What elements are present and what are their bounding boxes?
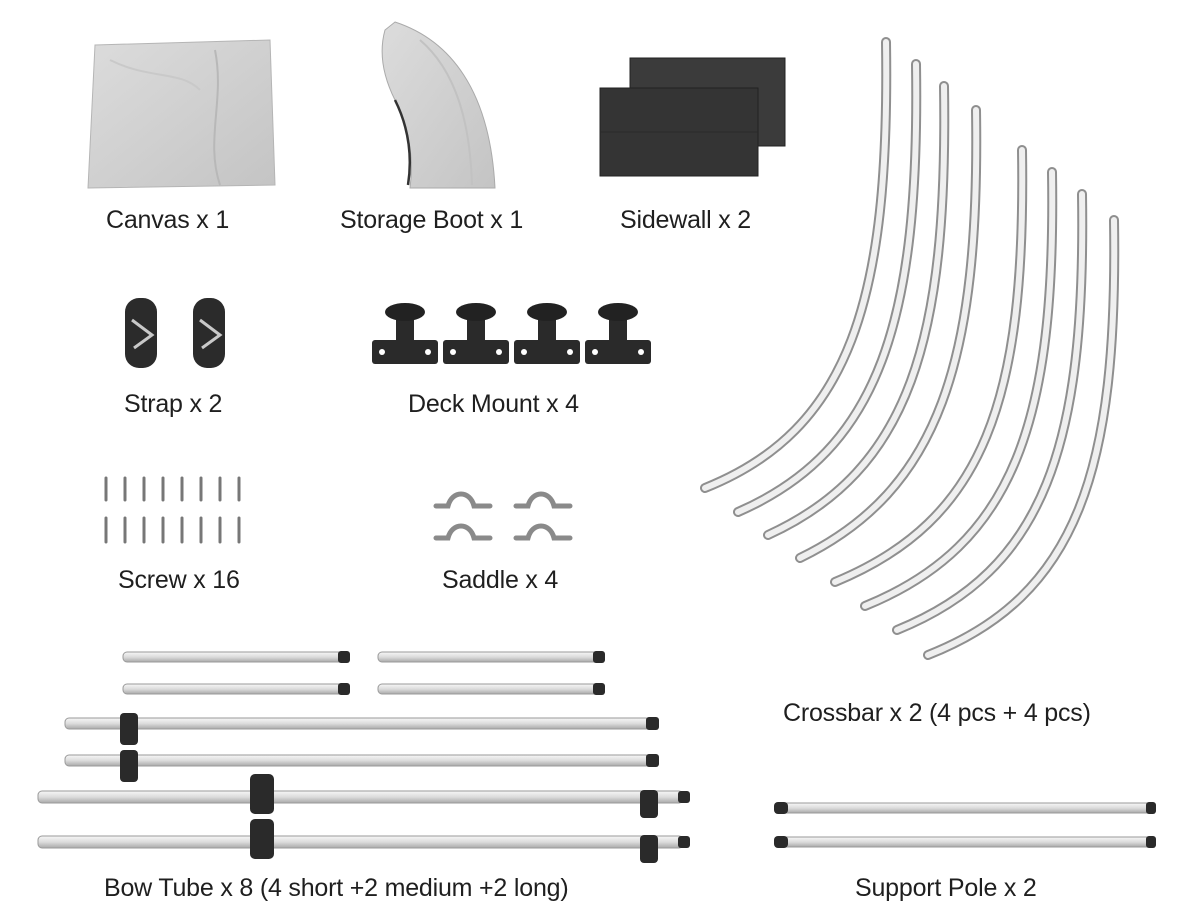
bow-tube-label: Bow Tube x 8 (4 short +2 medium +2 long) (104, 874, 569, 902)
sidewall-label: Sidewall x 2 (620, 206, 751, 234)
strap-image (125, 298, 225, 368)
storage-boot-image (381, 21, 496, 189)
support-pole-label: Support Pole x 2 (855, 874, 1037, 902)
strap-label: Strap x 2 (124, 390, 223, 418)
deck-mount-image (372, 303, 651, 364)
screw-label: Screw x 16 (118, 566, 240, 594)
crossbar-image (700, 37, 1120, 660)
saddle-image (433, 491, 573, 541)
support-pole-image (774, 802, 1156, 848)
crossbar-label: Crossbar x 2 (4 pcs + 4 pcs) (783, 699, 1091, 727)
canvas-image (87, 39, 276, 189)
deck-mount-label: Deck Mount x 4 (408, 390, 579, 418)
storage-boot-label: Storage Boot x 1 (340, 206, 524, 234)
screw-image (104, 476, 241, 544)
canvas-label: Canvas x 1 (106, 206, 230, 234)
sidewall-image (599, 57, 786, 177)
bow-tube-image (37, 651, 690, 863)
saddle-label: Saddle x 4 (442, 566, 559, 594)
